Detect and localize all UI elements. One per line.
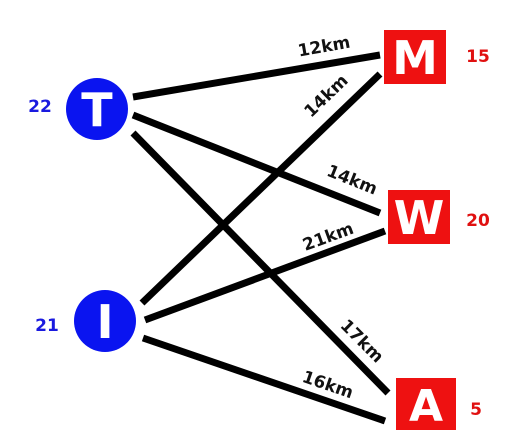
source-node-t-circle [66, 78, 128, 140]
source-node-t: T [66, 78, 128, 140]
destination-node-a-box [396, 378, 456, 430]
destination-node-m-letter: M [392, 31, 438, 85]
edge-i-m [139, 71, 383, 306]
destination-node-w-letter: W [394, 191, 445, 245]
edges [130, 51, 391, 425]
destination-node-m-box [384, 30, 446, 84]
source-value-t: 22 [28, 97, 52, 117]
source-node-i-letter: I [96, 295, 113, 349]
edge-label-t-a: 17km [336, 316, 387, 367]
edge-t-a [130, 130, 391, 396]
destination-node-w: W [388, 190, 450, 245]
edge-t-w [131, 111, 382, 217]
source-node-i-circle [74, 290, 136, 352]
edge-label-i-m: 14km [301, 71, 353, 122]
destination-value-m: 15 [466, 47, 490, 67]
source-node-i: I [74, 290, 136, 352]
edge-i-a [141, 334, 387, 425]
destination-value-w: 20 [466, 211, 490, 231]
destination-value-a: 5 [470, 400, 482, 420]
edge-label-t-m: 12km [296, 33, 351, 62]
destination-node-a-letter: A [409, 381, 443, 432]
destination-node-a: A [396, 378, 456, 432]
edge-t-m [132, 51, 381, 101]
source-value-i: 21 [35, 316, 59, 336]
source-node-t-letter: T [81, 83, 113, 137]
edge-i-w [143, 227, 387, 324]
destination-node-m: M [384, 30, 446, 85]
destination-node-w-box [388, 190, 450, 244]
